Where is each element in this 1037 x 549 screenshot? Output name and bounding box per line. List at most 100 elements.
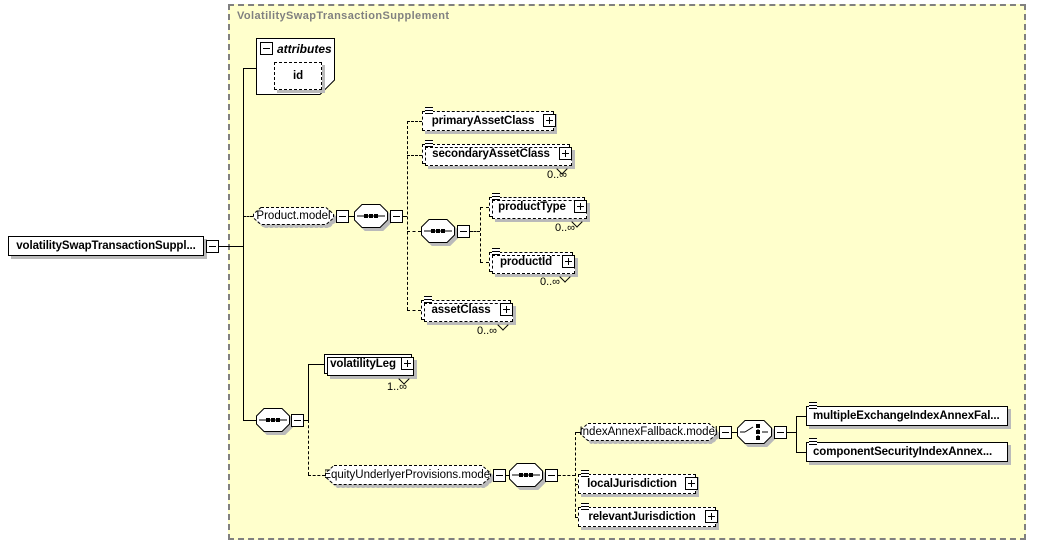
connector-line bbox=[243, 216, 253, 217]
type-icon bbox=[809, 402, 817, 409]
collapse-icon[interactable] bbox=[291, 414, 304, 427]
octagon-outline bbox=[253, 207, 334, 225]
type-icon bbox=[809, 438, 817, 445]
element-secondaryAssetClass[interactable]: secondaryAssetClass bbox=[422, 140, 572, 166]
connector-line bbox=[243, 420, 256, 421]
choice-icon[interactable] bbox=[737, 420, 772, 444]
connector-line bbox=[480, 207, 481, 262]
type-icon bbox=[492, 248, 500, 255]
element-relevantJurisdiction[interactable]: relevantJurisdiction bbox=[578, 503, 718, 527]
element-primaryAssetClass[interactable]: primaryAssetClass bbox=[422, 107, 556, 131]
model-group-label: Product.model bbox=[256, 210, 331, 222]
connector-line bbox=[732, 432, 737, 433]
element-volatilitySwapTransactionSupplement[interactable]: volatilitySwapTransactionSuppl... bbox=[8, 236, 204, 256]
element-productType[interactable]: productType bbox=[489, 193, 587, 219]
element-volatilityLeg[interactable]: volatilityLeg bbox=[324, 354, 414, 376]
connector-line bbox=[349, 216, 354, 217]
element-label: assetClass bbox=[431, 304, 491, 316]
connector-line bbox=[308, 364, 324, 365]
connector-line bbox=[407, 310, 421, 311]
connector-line bbox=[796, 416, 806, 417]
collapse-icon[interactable] bbox=[260, 42, 273, 55]
collapse-icon[interactable] bbox=[336, 210, 349, 223]
expand-icon[interactable] bbox=[401, 357, 414, 370]
expand-icon[interactable] bbox=[574, 200, 587, 213]
element-label: multipleExchangeIndexAnnexFal... bbox=[813, 410, 1000, 422]
collapse-icon[interactable] bbox=[493, 469, 506, 482]
element-productId[interactable]: productId bbox=[489, 248, 575, 274]
collapse-icon[interactable] bbox=[719, 426, 732, 439]
collapse-icon[interactable] bbox=[390, 210, 403, 223]
connector-line bbox=[243, 68, 244, 420]
element-localJurisdiction[interactable]: localJurisdiction bbox=[578, 470, 698, 494]
element-label: productId bbox=[499, 256, 553, 268]
connector-line bbox=[407, 231, 421, 232]
element-componentSecurityIndexAnnex[interactable]: componentSecurityIndexAnnex... bbox=[806, 438, 1008, 462]
model-group-index-annex-fallback[interactable]: IndexAnnexFallback.model bbox=[580, 423, 717, 441]
connector-line bbox=[407, 121, 422, 122]
element-label: secondaryAssetClass bbox=[432, 148, 550, 160]
expand-icon[interactable] bbox=[562, 255, 575, 268]
octagon-outline bbox=[325, 465, 491, 485]
element-assetClass[interactable]: assetClass bbox=[421, 296, 513, 322]
type-icon bbox=[492, 193, 500, 200]
connector-line bbox=[575, 432, 580, 433]
attributes-panel[interactable]: attributes id bbox=[256, 38, 335, 95]
attribute-id[interactable]: id bbox=[274, 62, 322, 90]
connector-line bbox=[243, 68, 256, 69]
collapse-icon[interactable] bbox=[457, 225, 470, 238]
model-group-label: IndexAnnexFallback.model bbox=[580, 426, 717, 438]
connector-line bbox=[787, 432, 796, 433]
sequence-icon[interactable] bbox=[509, 463, 543, 487]
element-label: primaryAssetClass bbox=[431, 115, 535, 127]
connector-line bbox=[480, 262, 489, 263]
connector-line bbox=[575, 484, 578, 485]
connector-line bbox=[308, 364, 309, 420]
element-label: productType bbox=[498, 201, 566, 213]
model-group-product[interactable]: Product.model bbox=[253, 207, 334, 225]
type-icon bbox=[425, 107, 433, 114]
sequence-glyph bbox=[421, 219, 455, 243]
connector-line bbox=[575, 432, 576, 517]
connector-line bbox=[308, 420, 309, 475]
collapse-icon[interactable] bbox=[774, 426, 787, 439]
occurs-label: 0..∞ bbox=[539, 276, 561, 288]
collapse-icon[interactable] bbox=[206, 240, 219, 253]
connector-line bbox=[407, 121, 408, 310]
occurs-label: 0..∞ bbox=[546, 169, 568, 181]
expand-icon[interactable] bbox=[705, 510, 718, 523]
connector-line bbox=[796, 416, 797, 452]
connector-line bbox=[575, 517, 578, 518]
sequence-icon[interactable] bbox=[421, 219, 455, 243]
sequence-icon[interactable] bbox=[354, 204, 388, 228]
model-group-equity-underlyer-provisions[interactable]: EquityUnderlyerProvisions.model bbox=[325, 465, 491, 485]
expand-icon[interactable] bbox=[685, 477, 698, 490]
occurs-label: 0..∞ bbox=[476, 325, 498, 337]
connector-line bbox=[304, 420, 308, 421]
sequence-icon[interactable] bbox=[256, 408, 290, 432]
collapse-icon[interactable] bbox=[545, 469, 558, 482]
expand-icon[interactable] bbox=[559, 147, 572, 160]
element-label: volatilityLeg bbox=[330, 358, 396, 370]
model-group-label: EquityUnderlyerProvisions.model bbox=[325, 469, 491, 481]
type-icon bbox=[425, 140, 433, 147]
connector-line bbox=[796, 452, 806, 453]
expand-icon[interactable] bbox=[500, 303, 513, 316]
attributes-label: attributes bbox=[277, 42, 332, 56]
element-multipleExchangeIndexAnnexFallback[interactable]: multipleExchangeIndexAnnexFal... bbox=[806, 402, 1008, 426]
connector-line bbox=[506, 475, 509, 476]
element-label: localJurisdiction bbox=[587, 478, 677, 490]
connector-line bbox=[219, 246, 243, 247]
sequence-glyph bbox=[509, 463, 543, 487]
type-icon bbox=[424, 296, 432, 303]
connector-line bbox=[308, 475, 325, 476]
expand-icon[interactable] bbox=[543, 114, 556, 127]
connector-line bbox=[470, 231, 480, 232]
element-label: componentSecurityIndexAnnex... bbox=[813, 446, 993, 458]
octagon-outline bbox=[580, 423, 717, 441]
element-label: volatilitySwapTransactionSuppl... bbox=[16, 240, 196, 252]
element-label: relevantJurisdiction bbox=[588, 511, 696, 523]
type-icon bbox=[581, 470, 589, 477]
choice-glyph bbox=[737, 420, 772, 444]
